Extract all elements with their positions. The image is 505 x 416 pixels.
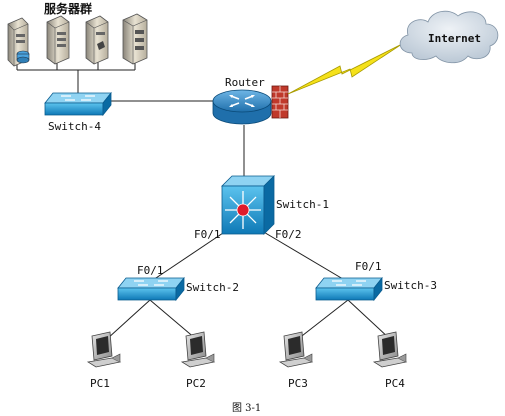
switch-3-label: Switch-3 <box>384 279 437 292</box>
connection-lines <box>16 62 391 340</box>
server-1-icon <box>7 17 30 67</box>
switch-3-icon <box>315 276 383 302</box>
pc-1-icon <box>86 331 122 368</box>
router-label: Router <box>225 76 265 89</box>
switch2-to-pc1-link <box>106 299 151 340</box>
switch-1-port-right-label: F0/2 <box>275 228 302 241</box>
switch-2-icon <box>117 276 185 302</box>
wan-lightning-link-icon <box>287 43 403 95</box>
switch-4-label: Switch-4 <box>48 120 101 133</box>
switch-2-port-label: F0/1 <box>137 264 164 277</box>
switch3-to-pc3-link <box>297 299 349 340</box>
figure-caption: 图 3-1 <box>232 402 261 414</box>
router-icon <box>212 89 272 125</box>
pc-1-label: PC1 <box>90 377 110 390</box>
server-2-icon <box>46 15 70 65</box>
server-group-label: 服务器群 <box>44 1 92 16</box>
pc-4-label: PC4 <box>385 377 405 390</box>
pc-3-label: PC3 <box>288 377 308 390</box>
internet-cloud-icon <box>399 10 499 64</box>
switch1-to-switch2-link <box>149 230 227 283</box>
switch-4-icon <box>44 91 112 117</box>
switch3-to-pc4-link <box>347 299 391 340</box>
firewall-icon <box>271 85 289 119</box>
pc-2-label: PC2 <box>186 377 206 390</box>
pc-3-icon <box>278 331 314 368</box>
switch-1-icon <box>221 175 275 235</box>
server-4-icon <box>122 13 148 65</box>
switch-1-port-left-label: F0/1 <box>194 228 221 241</box>
switch1-to-switch3-link <box>261 230 349 283</box>
internet-label: Internet <box>428 32 481 45</box>
switch2-to-pc2-link <box>149 299 197 340</box>
switch-3-port-label: F0/1 <box>355 260 382 273</box>
pc-2-icon <box>180 331 216 368</box>
switch-1-label: Switch-1 <box>276 198 329 211</box>
switch-2-label: Switch-2 <box>186 281 239 294</box>
pc-4-icon <box>372 331 408 368</box>
server-3-icon <box>85 15 109 65</box>
